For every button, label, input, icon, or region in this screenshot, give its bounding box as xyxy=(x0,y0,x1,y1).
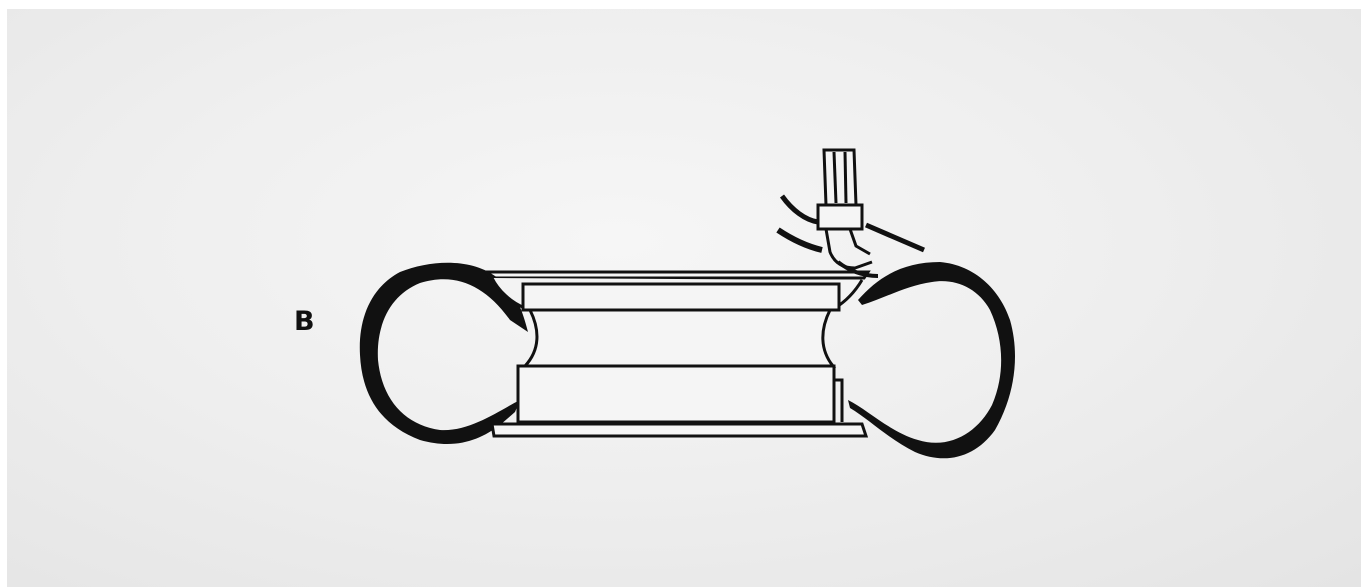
rim-bottom-flange xyxy=(492,424,866,436)
mounting-tool xyxy=(778,150,924,276)
rim-top-flange xyxy=(486,272,868,278)
rim-lower-band xyxy=(518,366,834,422)
rim-drop-center xyxy=(525,310,833,366)
rim-upper-band xyxy=(523,284,839,310)
tire-right-sidewall xyxy=(848,262,1015,458)
